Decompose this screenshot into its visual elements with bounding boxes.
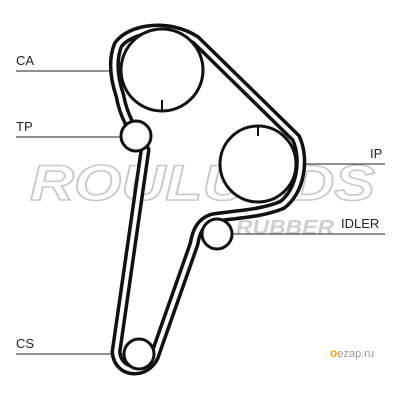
timing-belt [108, 23, 307, 376]
pulley-idler [200, 217, 234, 251]
belt-inner [112, 27, 303, 372]
pulley-idler-circle [200, 217, 234, 251]
source-watermark: oezap.ru [330, 346, 374, 360]
svg-text:oezap.ru: oezap.ru [330, 346, 374, 360]
watermark-brand: ROULUNDS [30, 155, 375, 211]
pulley-ip-circle [218, 124, 298, 204]
pulley-tensioner [119, 119, 153, 153]
pulley-tp-circle [119, 119, 153, 153]
label-ca: CA [16, 53, 34, 68]
pulley-cs-circle [122, 337, 156, 371]
label-cs: CS [16, 336, 34, 351]
pulley-crankshaft [122, 337, 156, 371]
pulleys [119, 27, 298, 371]
label-tp: TP [16, 119, 33, 134]
source-rest: ezap.ru [337, 348, 374, 360]
pulley-injection [218, 124, 298, 204]
label-ip: IP [370, 146, 382, 161]
labels: CA TP IP IDLER CS [16, 53, 382, 351]
label-idler: IDLER [341, 216, 379, 231]
pulley-camshaft [119, 27, 205, 113]
pulley-ca-circle [119, 27, 205, 113]
watermark-sub: RUBBER [236, 217, 335, 239]
leader-lines [16, 70, 385, 355]
source-prefix: o [330, 346, 337, 360]
